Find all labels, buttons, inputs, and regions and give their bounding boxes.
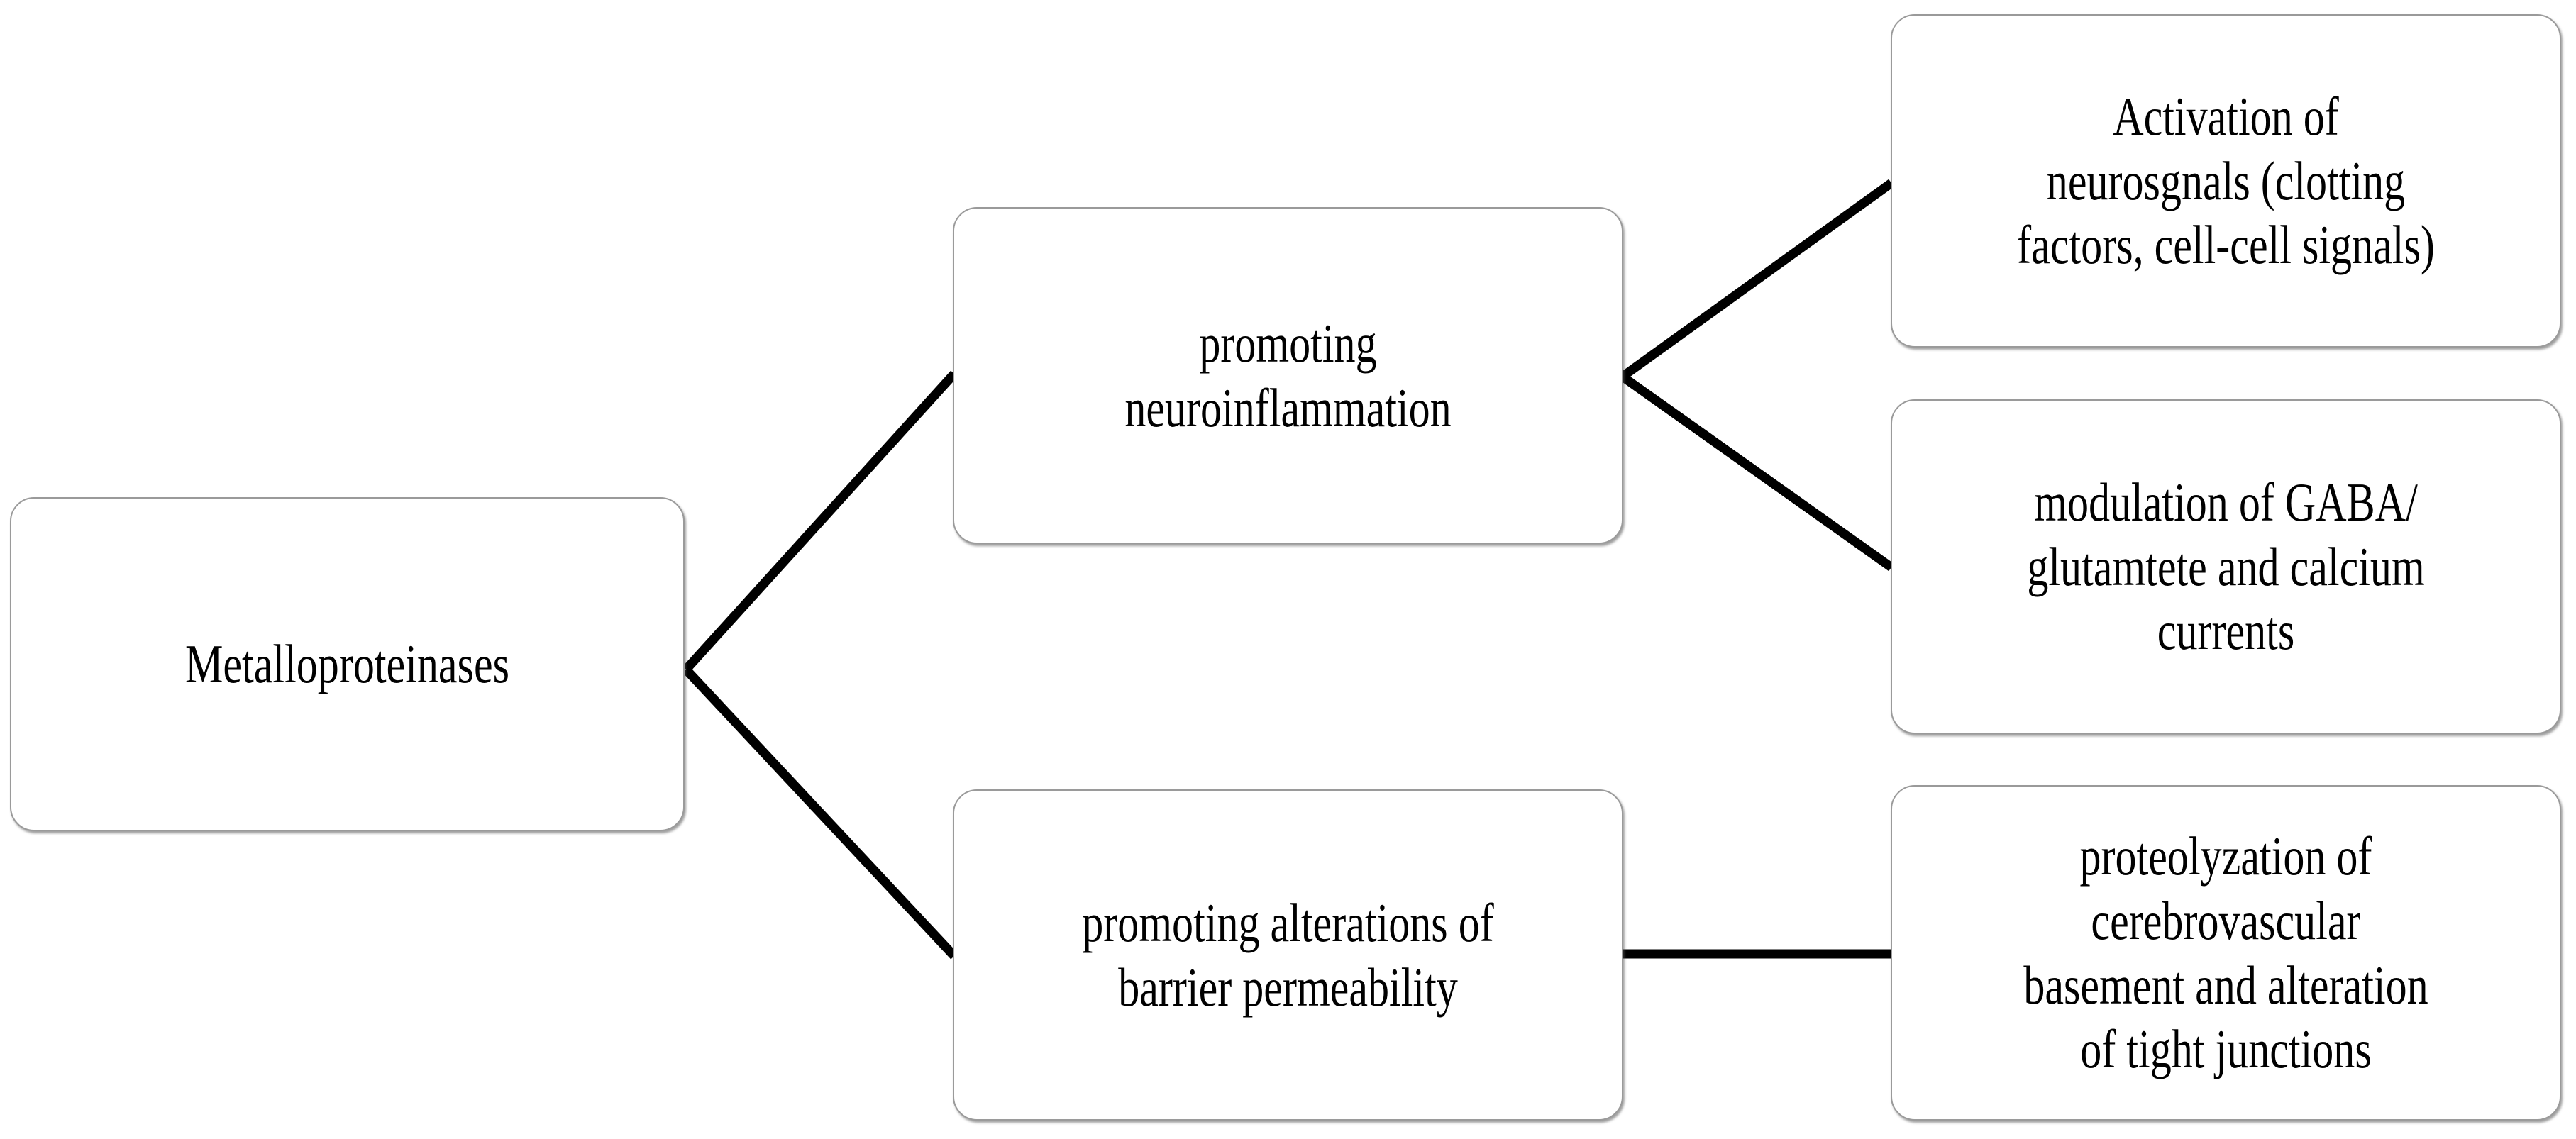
node-promoting-neuroinflammation[interactable]: promoting neuroinflammation [953, 207, 1623, 544]
node-metalloproteinases-label: Metalloproteinases [184, 633, 509, 694]
node-promoting-alterations-of-barrier-permeability-label: promoting alterations of barrier permeab… [1082, 891, 1494, 1018]
edge-metalloproteinases-to-barrier-permeability [682, 666, 958, 960]
node-proteolyzation-of-cerebrovascular-basement-label: proteolyzation of cerebrovascular baseme… [2023, 825, 2428, 1080]
node-activation-of-neurosignals-label: Activation of neurosgnals (clotting fact… [2017, 85, 2435, 276]
edge-metalloproteinases-to-neuroinflammation [682, 370, 958, 673]
edge-neuroinflammation-to-gaba-modulation [1620, 372, 1894, 572]
node-activation-of-neurosignals[interactable]: Activation of neurosgnals (clotting fact… [1891, 14, 2561, 348]
node-promoting-neuroinflammation-label: promoting neuroinflammation [1124, 312, 1452, 438]
node-proteolyzation-of-cerebrovascular-basement[interactable]: proteolyzation of cerebrovascular baseme… [1891, 785, 2561, 1121]
node-metalloproteinases[interactable]: Metalloproteinases [10, 497, 685, 831]
edge-neuroinflammation-to-neurosignals [1620, 179, 1894, 381]
node-modulation-of-gaba-label: modulation of GABA/ glutamtete and calci… [2027, 471, 2425, 662]
node-promoting-alterations-of-barrier-permeability[interactable]: promoting alterations of barrier permeab… [953, 789, 1623, 1121]
node-modulation-of-gaba[interactable]: modulation of GABA/ glutamtete and calci… [1891, 399, 2561, 734]
